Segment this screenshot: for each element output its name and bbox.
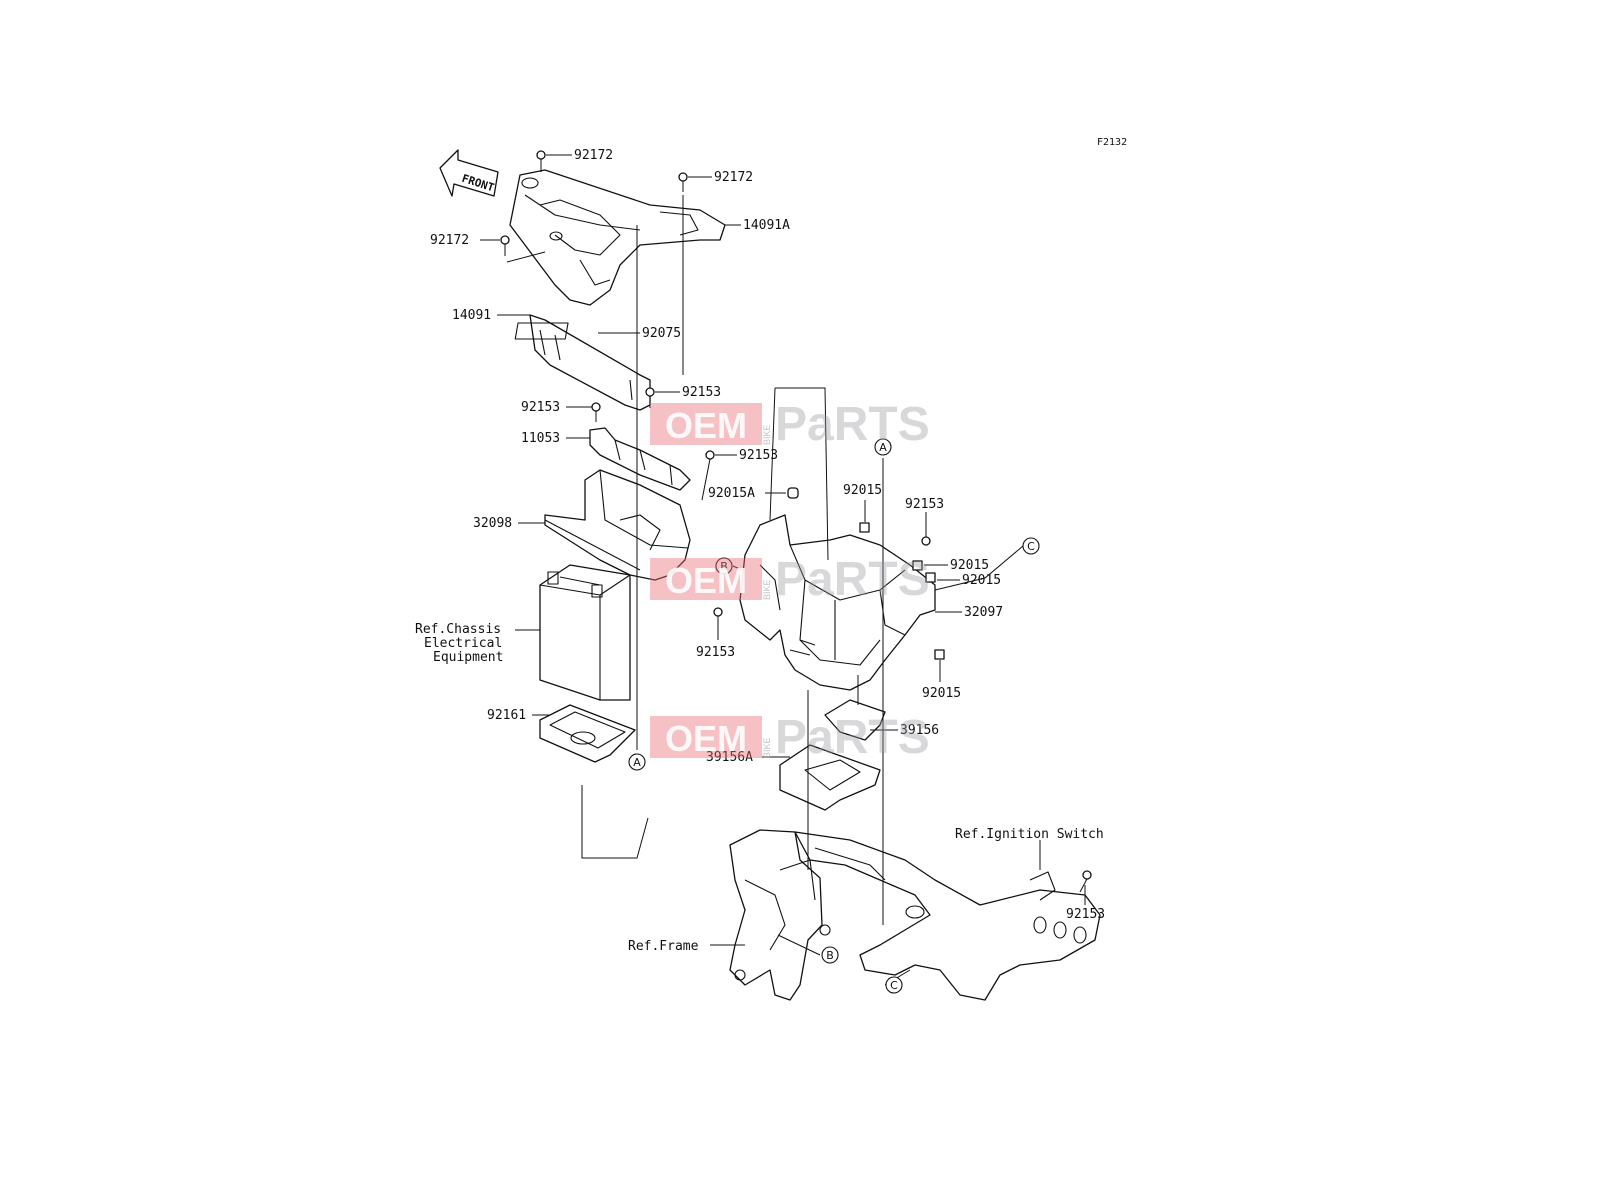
watermark-row: OEM BIKE PaRTS — [650, 398, 930, 451]
connector-markers: A A B B C C — [628, 438, 1040, 994]
connector-a-marker: A — [628, 753, 646, 771]
part-frame — [729, 829, 1101, 1001]
connector-c-marker: C — [1022, 537, 1040, 555]
svg-text:A: A — [633, 756, 641, 769]
callout-92015: 92015 — [922, 686, 961, 701]
watermark-row: OEM BIKE PaRTS — [650, 553, 930, 606]
connector-c-marker: C — [885, 976, 903, 994]
connector-b-marker: B — [821, 946, 839, 964]
part-sheet-39156A — [779, 744, 881, 811]
leader-lines — [480, 154, 1086, 986]
callout-32097: 32097 — [964, 605, 1003, 620]
connector-b-marker: B — [715, 557, 733, 575]
svg-text:PaRTS: PaRTS — [775, 553, 930, 606]
callout-92153: 92153 — [1066, 907, 1105, 922]
ref-chassis-line3: Equipment — [433, 650, 503, 665]
part-cover-14091A — [509, 169, 726, 306]
reference-labels: Ref.Chassis Electrical Equipment Ref.Ign… — [415, 622, 1104, 954]
callout-14091A: 14091A — [743, 218, 790, 233]
part-battery-case-32097 — [739, 514, 936, 691]
part-battery — [539, 564, 631, 701]
svg-text:PaRTS: PaRTS — [775, 711, 930, 764]
callout-92015: 92015 — [843, 483, 882, 498]
part-tray-32098 — [544, 469, 691, 581]
svg-text:B: B — [720, 560, 728, 573]
ref-frame: Ref.Frame — [628, 939, 699, 954]
callout-labels: 92172 92172 92172 14091A 14091 92075 921… — [430, 148, 1105, 922]
front-direction-arrow-icon: FRONT — [439, 149, 499, 197]
svg-text:C: C — [890, 979, 898, 992]
svg-text:A: A — [879, 441, 887, 454]
callout-92153: 92153 — [682, 385, 721, 400]
callout-92015: 92015 — [962, 573, 1001, 588]
svg-text:OEM: OEM — [665, 560, 747, 601]
callout-14091: 14091 — [452, 308, 491, 323]
svg-text:C: C — [1027, 540, 1035, 553]
callout-92153: 92153 — [739, 448, 778, 463]
callout-32098: 32098 — [473, 516, 512, 531]
callout-92153: 92153 — [905, 497, 944, 512]
svg-text:OEM: OEM — [665, 718, 747, 759]
watermark: OEM BIKE PaRTS OEM BIKE PaRTS OEM BIKE P… — [650, 398, 930, 764]
callout-11053: 11053 — [521, 431, 560, 446]
callout-92075: 92075 — [642, 326, 681, 341]
diagram-code: F2132 — [1097, 137, 1127, 148]
svg-text:BIKE: BIKE — [762, 737, 772, 758]
svg-text:PaRTS: PaRTS — [775, 398, 930, 451]
callout-92172: 92172 — [714, 170, 753, 185]
part-bracket-11053 — [589, 427, 691, 491]
callout-39156A: 39156A — [706, 750, 753, 765]
callout-92153: 92153 — [696, 645, 735, 660]
callout-92153: 92153 — [521, 400, 560, 415]
ref-chassis-line2: Electrical — [424, 636, 502, 651]
ref-chassis-line1: Ref.Chassis — [415, 622, 501, 637]
svg-text:BIKE: BIKE — [762, 424, 772, 445]
svg-text:BIKE: BIKE — [762, 579, 772, 600]
ref-ignition-switch: Ref.Ignition Switch — [955, 827, 1104, 842]
callout-92015A: 92015A — [708, 486, 755, 501]
callout-92015: 92015 — [950, 558, 989, 573]
callout-39156: 39156 — [900, 723, 939, 738]
watermark-row: OEM BIKE PaRTS — [650, 711, 930, 764]
callout-92161: 92161 — [487, 708, 526, 723]
part-pad-92161 — [539, 704, 636, 763]
part-bracket-14091 — [514, 314, 651, 411]
svg-text:OEM: OEM — [665, 405, 747, 446]
svg-text:B: B — [826, 949, 834, 962]
callout-92172: 92172 — [574, 148, 613, 163]
callout-92172: 92172 — [430, 233, 469, 248]
fasteners — [500, 150, 1092, 893]
connector-a-marker: A — [874, 438, 892, 456]
